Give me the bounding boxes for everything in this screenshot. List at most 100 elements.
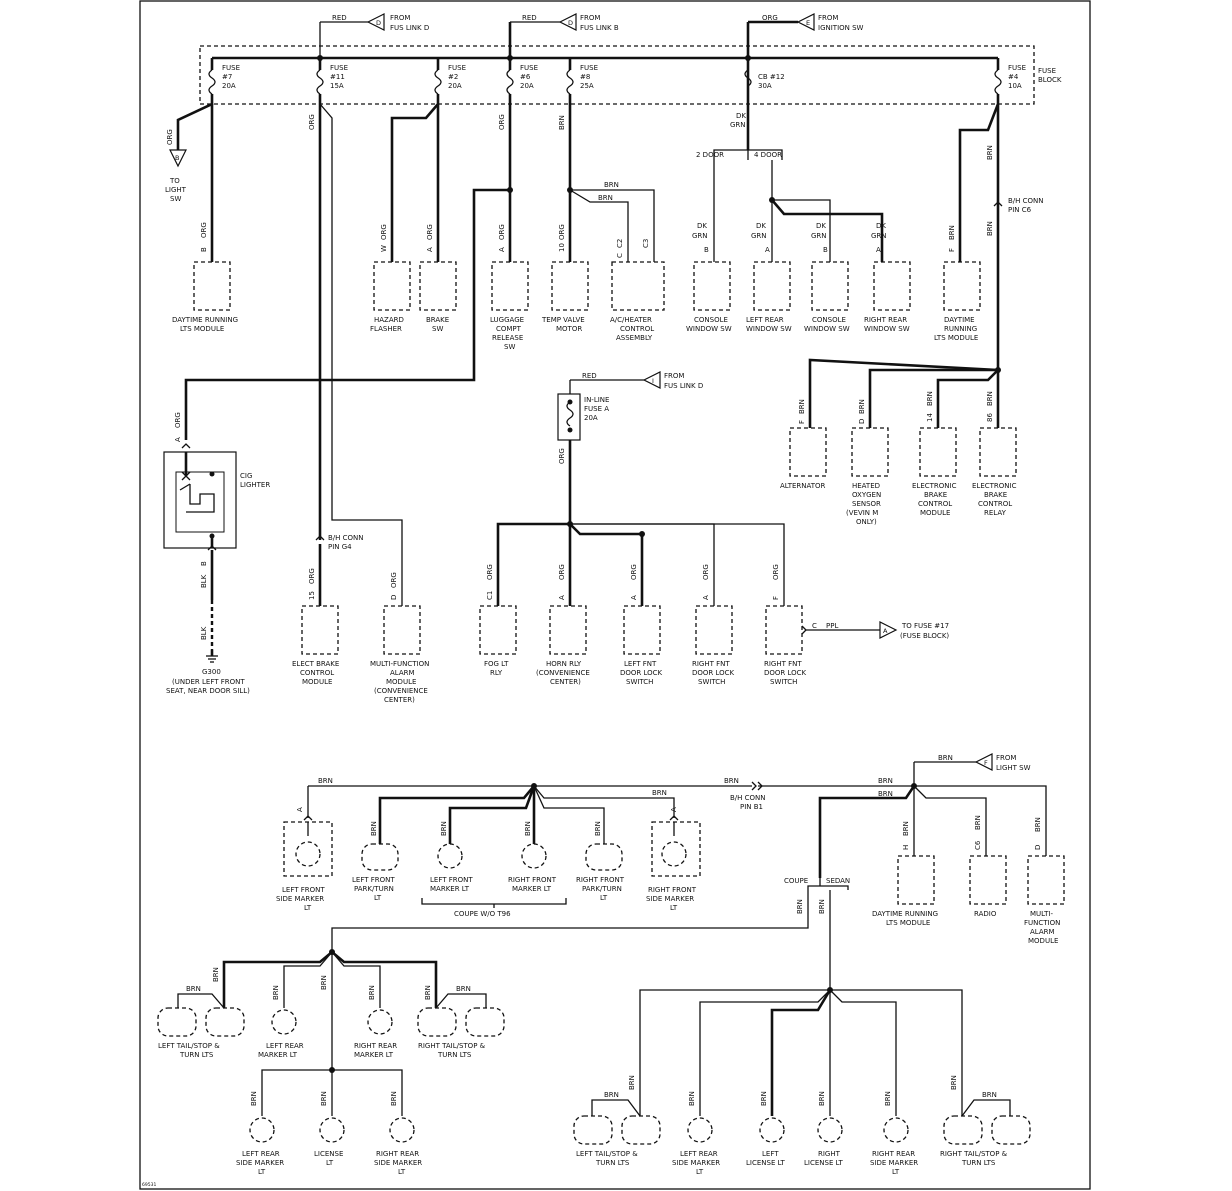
svg-text:BRN: BRN [456,985,471,993]
svg-text:CONSOLE: CONSOLE [694,316,728,324]
svg-text:SIDE MARKER: SIDE MARKER [236,1159,284,1167]
svg-text:TEMP VALVE: TEMP VALVE [541,316,585,324]
svg-text:BLK: BLK [200,626,208,640]
svg-text:10A: 10A [1008,82,1022,90]
svg-text:COUPE W/O T96: COUPE W/O T96 [454,910,511,918]
svg-text:A: A [670,807,678,812]
svg-text:C: C [616,253,624,258]
svg-text:BRN: BRN [186,985,201,993]
svg-text:B: B [200,247,208,252]
svg-text:BRN: BRN [320,975,328,990]
svg-text:BRAKE: BRAKE [924,491,947,499]
svg-text:BRN: BRN [390,1091,398,1106]
svg-text:MARKER LT: MARKER LT [430,885,470,893]
svg-text:DAYTIME RUNNING: DAYTIME RUNNING [872,910,938,918]
source-light-sw: F BRN FROM LIGHT SW [913,753,1031,786]
svg-text:#4: #4 [1008,73,1019,81]
svg-text:BRN: BRN [1034,817,1042,832]
svg-text:SWITCH: SWITCH [698,678,725,686]
fuse-block-box [199,45,1035,105]
svg-text:H: H [902,845,910,850]
svg-text:F: F [772,596,780,600]
svg-text:LT: LT [304,904,312,912]
svg-text:(UNDER LEFT FRONT: (UNDER LEFT FRONT [172,678,245,686]
svg-text:14: 14 [926,413,934,422]
svg-text:DAYTIME RUNNING: DAYTIME RUNNING [172,316,238,324]
svg-text:B/H CONN: B/H CONN [1008,197,1044,205]
svg-text:BRN: BRN [938,754,953,762]
svg-text:ELECT BRAKE: ELECT BRAKE [292,660,339,668]
svg-text:A: A [630,595,638,600]
svg-text:MODULE: MODULE [386,678,416,686]
svg-text:RLY: RLY [490,669,503,677]
svg-text:FUSE: FUSE [1008,64,1026,72]
svg-text:F: F [798,420,806,424]
module-multi-function-alarm: MULTI-FUNCTIONALARMMODULE(CONVENIENCECEN… [370,605,429,704]
svg-text:DOOR LOCK: DOOR LOCK [764,669,807,677]
svg-text:C: C [812,622,817,630]
svg-text:SWITCH: SWITCH [770,678,797,686]
svg-text:ORG: ORG [498,114,506,130]
svg-text:CB #12: CB #12 [758,73,785,81]
svg-text:B: B [175,154,179,162]
source-fus-link-d-mid: I RED FROM FUS LINK D [569,371,703,394]
svg-text:ORG: ORG [558,564,566,580]
svg-text:RIGHT FRONT: RIGHT FRONT [576,876,625,884]
svg-text:BRN: BRN [878,790,893,798]
svg-text:LEFT TAIL/STOP &: LEFT TAIL/STOP & [576,1150,638,1158]
svg-text:BRN: BRN [986,221,994,236]
svg-text:GRN: GRN [811,232,827,240]
svg-text:CONSOLE: CONSOLE [812,316,846,324]
svg-text:D: D [390,595,398,600]
svg-text:LTS MODULE: LTS MODULE [934,334,978,342]
to-fuse-17-arrow [879,621,898,639]
svg-text:SW: SW [504,343,515,351]
svg-text:SIDE MARKER: SIDE MARKER [672,1159,720,1167]
svg-text:BRN: BRN [948,225,956,240]
svg-text:LIGHT SW: LIGHT SW [996,764,1031,772]
svg-text:2 DOOR: 2 DOOR [696,151,724,159]
svg-text:F: F [948,248,956,252]
svg-text:25A: 25A [580,82,594,90]
svg-text:ORG: ORG [558,448,566,464]
svg-text:B: B [704,246,709,254]
svg-text:TURN LTS: TURN LTS [179,1051,214,1059]
svg-text:RED: RED [332,14,347,22]
svg-text:TURN LTS: TURN LTS [961,1159,996,1167]
svg-text:BRN: BRN [760,1091,768,1106]
svg-text:FUS LINK D: FUS LINK D [664,382,703,390]
svg-text:ORG: ORG [380,224,388,240]
svg-text:ORG: ORG [166,129,174,145]
svg-text:D: D [1034,845,1042,850]
svg-text:C6: C6 [974,840,982,850]
svg-text:BRAKE: BRAKE [984,491,1007,499]
cig-lighter: CIG LIGHTER [163,451,270,549]
svg-text:MULTI-: MULTI- [1030,910,1053,918]
svg-text:I: I [652,377,654,385]
svg-text:BRN: BRN [858,399,866,414]
svg-text:MODULE: MODULE [302,678,332,686]
svg-text:SEAT, NEAR DOOR SILL): SEAT, NEAR DOOR SILL) [166,687,250,695]
svg-text:ORG: ORG [200,222,208,238]
module-alternator: ALTERNATOR [780,427,827,490]
svg-text:ALARM: ALARM [390,669,415,677]
svg-text:FUSE: FUSE [330,64,348,72]
svg-text:BRN: BRN [318,777,333,785]
